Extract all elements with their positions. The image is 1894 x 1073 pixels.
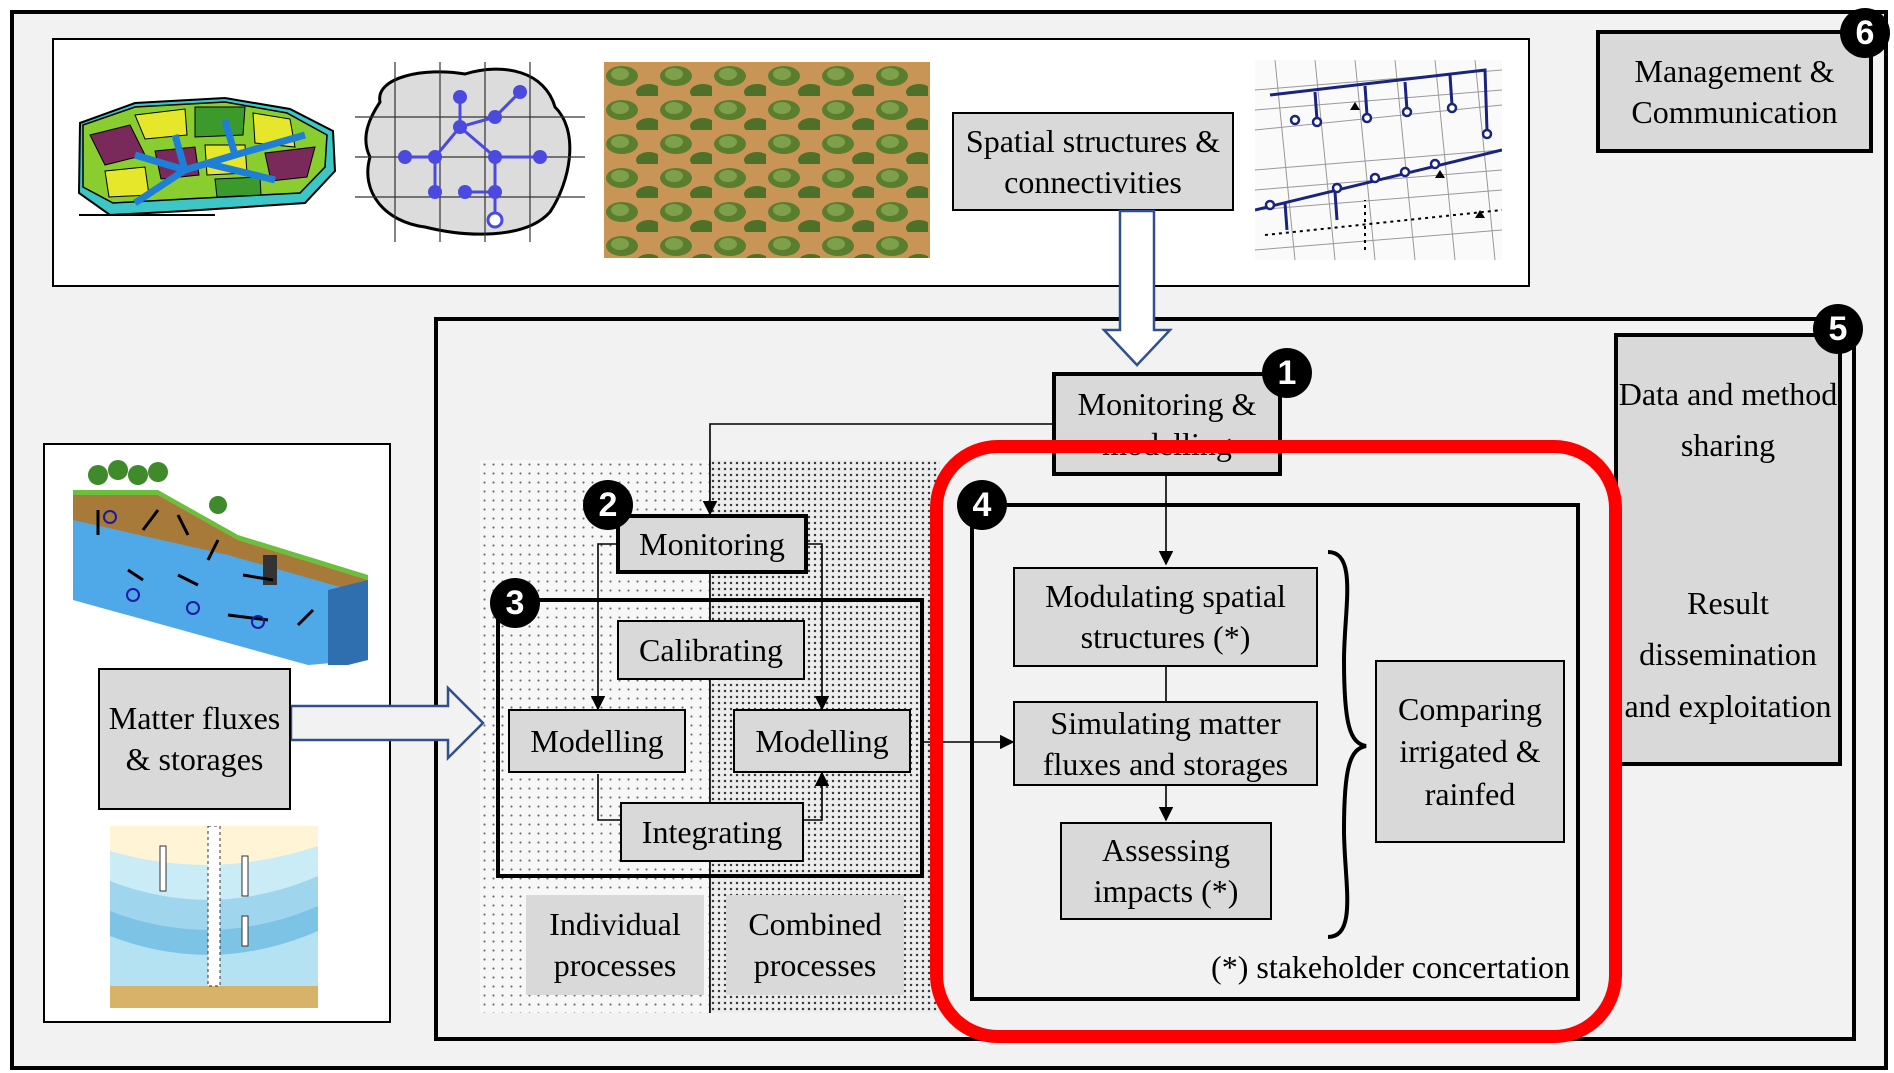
combined-processes-label: Combined processes: [726, 895, 904, 995]
comparing-box: Comparing irrigated & rainfed: [1375, 660, 1565, 843]
olive-grove-photo: [604, 62, 930, 258]
assessing-box: Assessing impacts (*): [1060, 822, 1272, 920]
data-sharing-text: Data and method sharing: [1618, 375, 1838, 463]
modelling-right-box: Modelling: [733, 709, 911, 773]
connectivity-graph-image: [355, 62, 585, 242]
network-map-image: [1255, 60, 1502, 260]
stakeholder-note: (*) stakeholder concertation: [1211, 949, 1570, 985]
calibrating-box: Calibrating: [617, 620, 805, 680]
monitoring-box: Monitoring: [616, 514, 808, 574]
badge-4: 4: [957, 480, 1007, 530]
result-dissemination-text: Result dissemination and exploitation: [1624, 585, 1832, 724]
management-text: Management & Communication: [1631, 52, 1838, 130]
modulating-box: Modulating spatial structures (*): [1013, 567, 1318, 667]
box-3-frame: [496, 598, 924, 878]
matter-fluxes-box: Matter fluxes & storages: [98, 668, 291, 810]
aquifer-diagram-image: [110, 826, 318, 1008]
integrating-box: Integrating: [620, 802, 804, 862]
badge-3: 3: [490, 578, 540, 628]
hillslope-diagram-image: [73, 460, 368, 665]
badge-6: 6: [1840, 8, 1890, 58]
badge-5: 5: [1813, 304, 1863, 354]
modelling-left-box: Modelling: [508, 709, 686, 773]
data-sharing-box: [1614, 333, 1842, 766]
badge-2: 2: [583, 480, 633, 530]
catchment-map-image: [77, 96, 337, 217]
badge-1: 1: [1262, 348, 1312, 398]
individual-processes-label: Individual processes: [526, 895, 704, 995]
highlight-frame: [930, 440, 1622, 1043]
management-box: [1596, 30, 1873, 153]
simulating-box: Simulating matter fluxes and storages: [1013, 701, 1318, 786]
spatial-structures-box: Spatial structures & connectivities: [952, 112, 1234, 211]
